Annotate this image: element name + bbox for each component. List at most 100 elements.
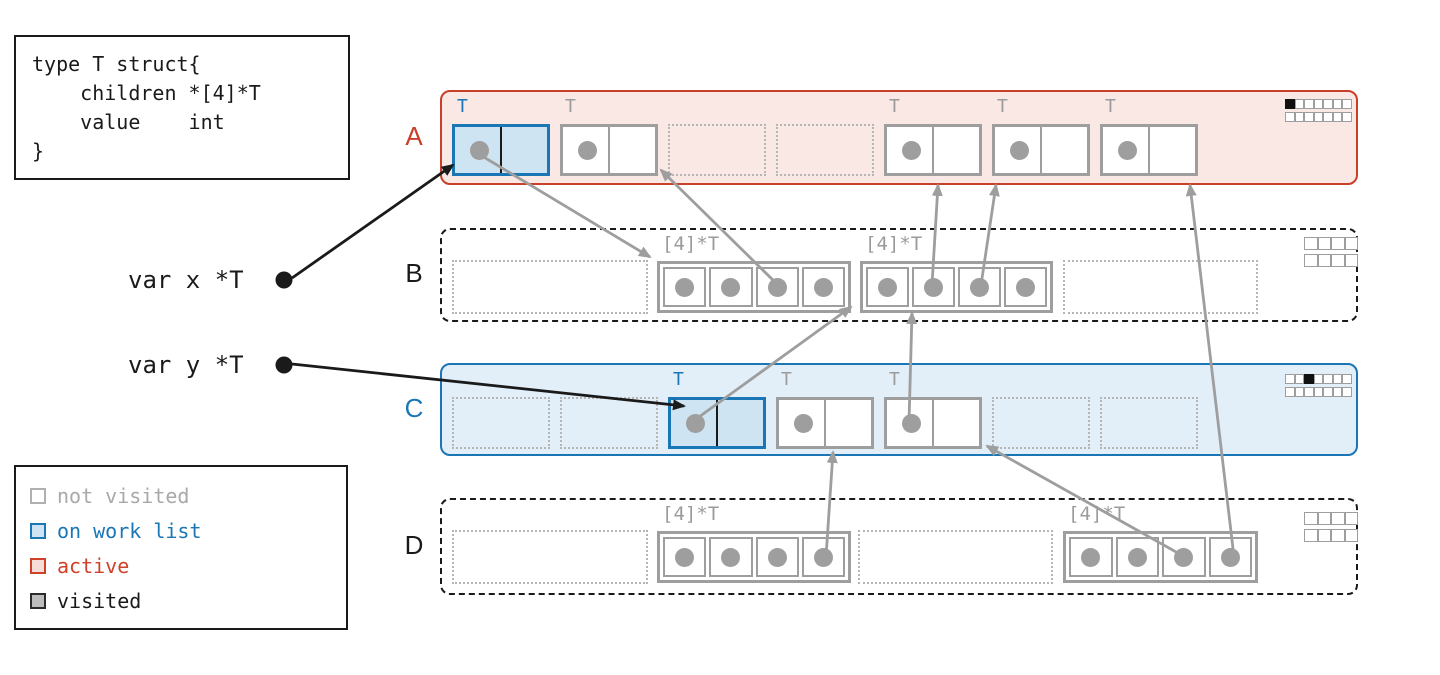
mark-bitmap-bit-D <box>1331 512 1345 525</box>
legend-item-label: on work list <box>57 518 202 543</box>
mark-bitmap-bit-B <box>1344 237 1358 250</box>
object-cell-array <box>860 261 1053 313</box>
pointer-dot <box>902 141 921 160</box>
cell-field-divider <box>716 400 718 446</box>
pointer-dot <box>721 277 741 297</box>
array-slot <box>709 537 753 577</box>
object-cell-T <box>884 124 982 176</box>
pointer-dot <box>1081 547 1101 567</box>
pointer-dot <box>1220 547 1240 567</box>
var-x-pointer-dot <box>275 271 293 289</box>
pointer-dot <box>675 547 695 567</box>
type-label-array: [4]*T <box>865 233 923 255</box>
cell-field-divider <box>608 127 610 173</box>
span-label-A: A <box>405 120 423 151</box>
mark-bitmap-bit-A <box>1294 99 1304 109</box>
pointer-dot <box>902 414 921 433</box>
array-slot <box>958 267 1001 307</box>
mark-bitmap-bit-A <box>1313 99 1323 109</box>
legend-state-swatch <box>30 522 46 539</box>
object-cell-T <box>560 124 658 176</box>
pointer-dot <box>1010 141 1029 160</box>
object-cell-T <box>776 397 874 449</box>
free-slot <box>452 397 550 449</box>
mark-bitmap-bit-D <box>1304 512 1318 525</box>
cell-field-divider <box>824 400 826 446</box>
code-line: type T struct{ <box>32 52 201 76</box>
code-line: } <box>32 139 45 163</box>
mark-bitmap-bit-A <box>1313 112 1323 122</box>
object-cell-T <box>668 397 766 449</box>
legend-state-swatch <box>30 487 46 504</box>
pointer-dot <box>1127 547 1147 567</box>
var-x-label: var x *T <box>128 266 244 294</box>
mark-bitmap-bit-A <box>1294 112 1304 122</box>
mark-bitmap-bit-C <box>1285 374 1295 384</box>
mark-bitmap-bit-C <box>1285 387 1295 397</box>
mark-bitmap-bit-A <box>1332 112 1342 122</box>
cell-field-divider <box>932 127 934 173</box>
pointer-dot <box>813 547 833 567</box>
mark-bitmap-bit-C <box>1304 387 1314 397</box>
mark-bitmap-bit-C <box>1342 374 1352 384</box>
type-label-T: T <box>781 369 792 390</box>
mark-bitmap-bit-A <box>1304 99 1314 109</box>
array-slot <box>663 537 707 577</box>
array-slot <box>1004 267 1047 307</box>
mark-bitmap-bit-C <box>1342 387 1352 397</box>
free-slot <box>452 530 648 584</box>
pointer-dot <box>813 277 833 297</box>
mark-bitmap-bit-A <box>1342 112 1352 122</box>
free-slot <box>1063 260 1258 314</box>
mark-bitmap-bit-B <box>1331 254 1345 267</box>
span-label-D: D <box>404 529 424 560</box>
type-label-T: T <box>997 96 1008 117</box>
type-label-T: T <box>889 96 900 117</box>
pointer-dot <box>578 141 597 160</box>
mark-bitmap-bit-D <box>1317 512 1331 525</box>
mark-bitmap-bit-D <box>1317 529 1331 542</box>
mark-bitmap-bit-A <box>1304 112 1314 122</box>
span-label-C: C <box>404 392 424 423</box>
code-line: children *[4]*T <box>32 81 261 105</box>
free-slot <box>858 530 1053 584</box>
mark-bitmap-bit-A <box>1342 99 1352 109</box>
legend-item: on work list <box>30 513 346 548</box>
array-slot <box>866 267 909 307</box>
cell-field-divider <box>932 400 934 446</box>
mark-bitmap-bit-C <box>1304 374 1314 384</box>
free-slot <box>776 124 874 176</box>
mark-bitmap-bit-B <box>1317 254 1331 267</box>
mark-bitmap-bit-D <box>1344 512 1358 525</box>
free-slot <box>452 260 648 314</box>
type-label-T: T <box>1105 96 1116 117</box>
mark-bitmap-bit-B <box>1331 237 1345 250</box>
mark-bitmap-bit-C <box>1294 374 1304 384</box>
mark-bitmap-bit-C <box>1323 387 1333 397</box>
type-label-array: [4]*T <box>662 233 720 255</box>
mark-bitmap-bit-A <box>1285 112 1295 122</box>
type-label-T: T <box>889 369 900 390</box>
mark-bitmap-bit-C <box>1332 387 1342 397</box>
array-slot <box>801 267 845 307</box>
pointer-dot <box>686 414 705 433</box>
type-label-T: T <box>565 96 576 117</box>
legend-item: visited <box>30 583 346 618</box>
array-slot <box>1115 537 1159 577</box>
type-label-T: T <box>673 369 684 390</box>
mark-bitmap-bit-B <box>1317 237 1331 250</box>
legend-item-label: active <box>57 553 130 578</box>
pointer-dot <box>794 414 813 433</box>
object-cell-T <box>452 124 550 176</box>
pointer-dot <box>721 547 741 567</box>
pointer-dot <box>470 141 489 160</box>
mark-bitmap-bit-D <box>1344 529 1358 542</box>
pointer-dot <box>1174 547 1194 567</box>
legend-item-label: visited <box>57 588 142 613</box>
array-slot <box>755 267 799 307</box>
mark-bitmap-bit-B <box>1304 254 1318 267</box>
var-y-label: var y *T <box>128 351 244 379</box>
array-slot <box>1162 537 1206 577</box>
cell-field-divider <box>500 127 502 173</box>
